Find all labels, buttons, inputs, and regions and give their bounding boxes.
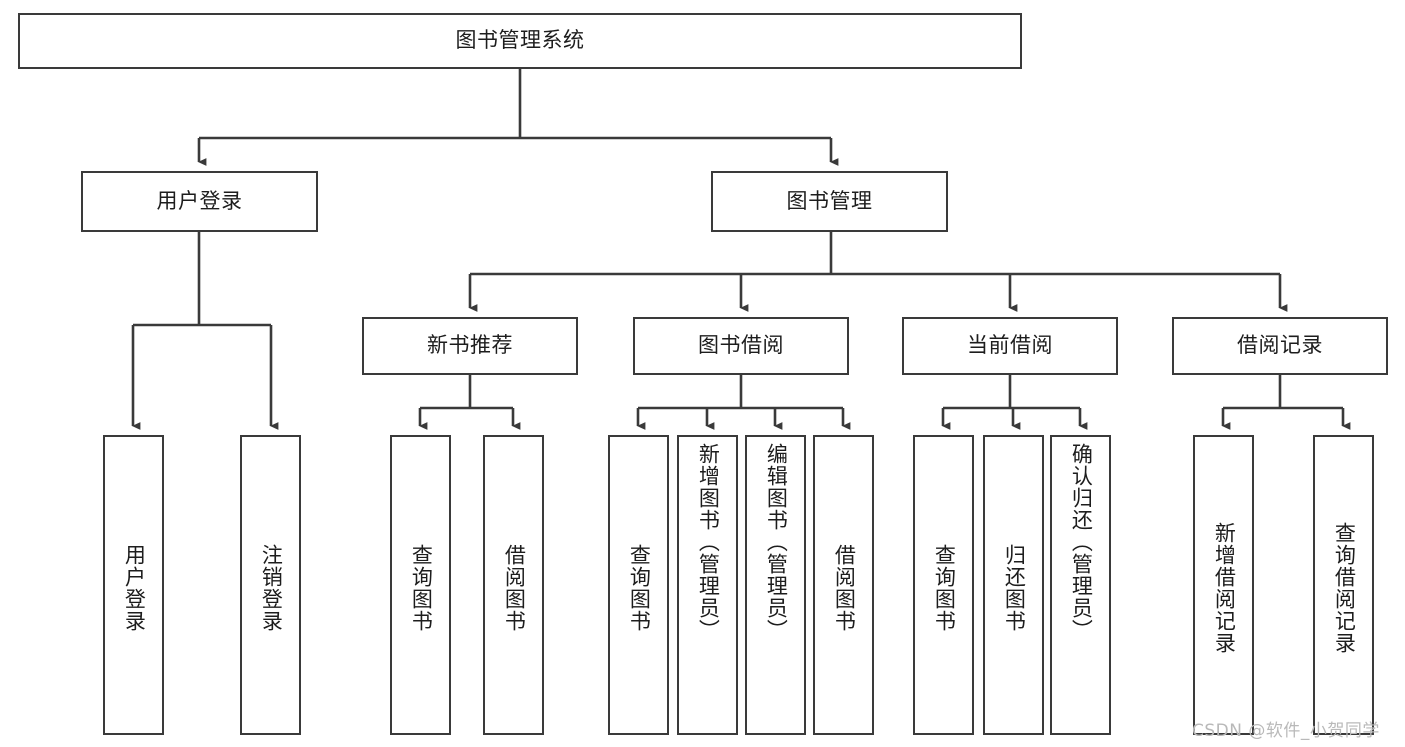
node-leaf-add-book[interactable]: 新增图书（管理员） (677, 435, 738, 735)
node-book-management[interactable]: 图书管理 (711, 171, 948, 232)
node-book-borrow[interactable]: 图书借阅 (633, 317, 849, 375)
node-leaf-confirm-return[interactable]: 确认归还（管理员） (1050, 435, 1111, 735)
node-new-book-recommend-label: 新书推荐 (427, 333, 513, 358)
node-leaf-query-record-label: 查询借阅记录 (1332, 522, 1357, 654)
node-leaf-query-book-1-label: 查询图书 (409, 544, 434, 632)
node-root[interactable]: 图书管理系统 (18, 13, 1022, 69)
node-user-login-label: 用户登录 (156, 188, 243, 213)
node-leaf-query-book-3-label: 查询图书 (932, 544, 957, 632)
node-leaf-query-book-1[interactable]: 查询图书 (390, 435, 451, 735)
node-current-borrow[interactable]: 当前借阅 (902, 317, 1118, 375)
node-root-label: 图书管理系统 (455, 28, 585, 53)
node-leaf-logout[interactable]: 注销登录 (240, 435, 301, 735)
node-new-book-recommend[interactable]: 新书推荐 (362, 317, 578, 375)
csdn-watermark: CSDN @软件_小贺同学 (1192, 721, 1380, 741)
node-leaf-borrow-book-1[interactable]: 借阅图书 (483, 435, 544, 735)
node-leaf-query-book-2[interactable]: 查询图书 (608, 435, 669, 735)
node-borrow-record[interactable]: 借阅记录 (1172, 317, 1388, 375)
node-leaf-user-login-label: 用户登录 (122, 544, 147, 632)
node-leaf-borrow-book-1-label: 借阅图书 (502, 544, 527, 632)
node-leaf-add-record-label: 新增借阅记录 (1212, 522, 1237, 654)
node-book-borrow-label: 图书借阅 (698, 333, 784, 358)
node-leaf-confirm-return-label: 确认归还（管理员） (1069, 443, 1094, 641)
node-leaf-add-record[interactable]: 新增借阅记录 (1193, 435, 1254, 735)
node-leaf-query-book-2-label: 查询图书 (627, 544, 652, 632)
node-leaf-query-record[interactable]: 查询借阅记录 (1313, 435, 1374, 735)
node-leaf-logout-label: 注销登录 (259, 544, 284, 632)
node-leaf-return-book[interactable]: 归还图书 (983, 435, 1044, 735)
node-leaf-add-book-label: 新增图书（管理员） (696, 443, 721, 641)
node-leaf-borrow-book-2[interactable]: 借阅图书 (813, 435, 874, 735)
node-user-login[interactable]: 用户登录 (81, 171, 318, 232)
node-leaf-borrow-book-2-label: 借阅图书 (832, 544, 857, 632)
node-borrow-record-label: 借阅记录 (1237, 333, 1323, 358)
node-leaf-query-book-3[interactable]: 查询图书 (913, 435, 974, 735)
node-leaf-return-book-label: 归还图书 (1002, 544, 1027, 632)
node-book-management-label: 图书管理 (786, 188, 873, 213)
node-leaf-edit-book[interactable]: 编辑图书（管理员） (745, 435, 806, 735)
node-leaf-edit-book-label: 编辑图书（管理员） (764, 443, 789, 641)
node-leaf-user-login[interactable]: 用户登录 (103, 435, 164, 735)
node-current-borrow-label: 当前借阅 (967, 333, 1053, 358)
